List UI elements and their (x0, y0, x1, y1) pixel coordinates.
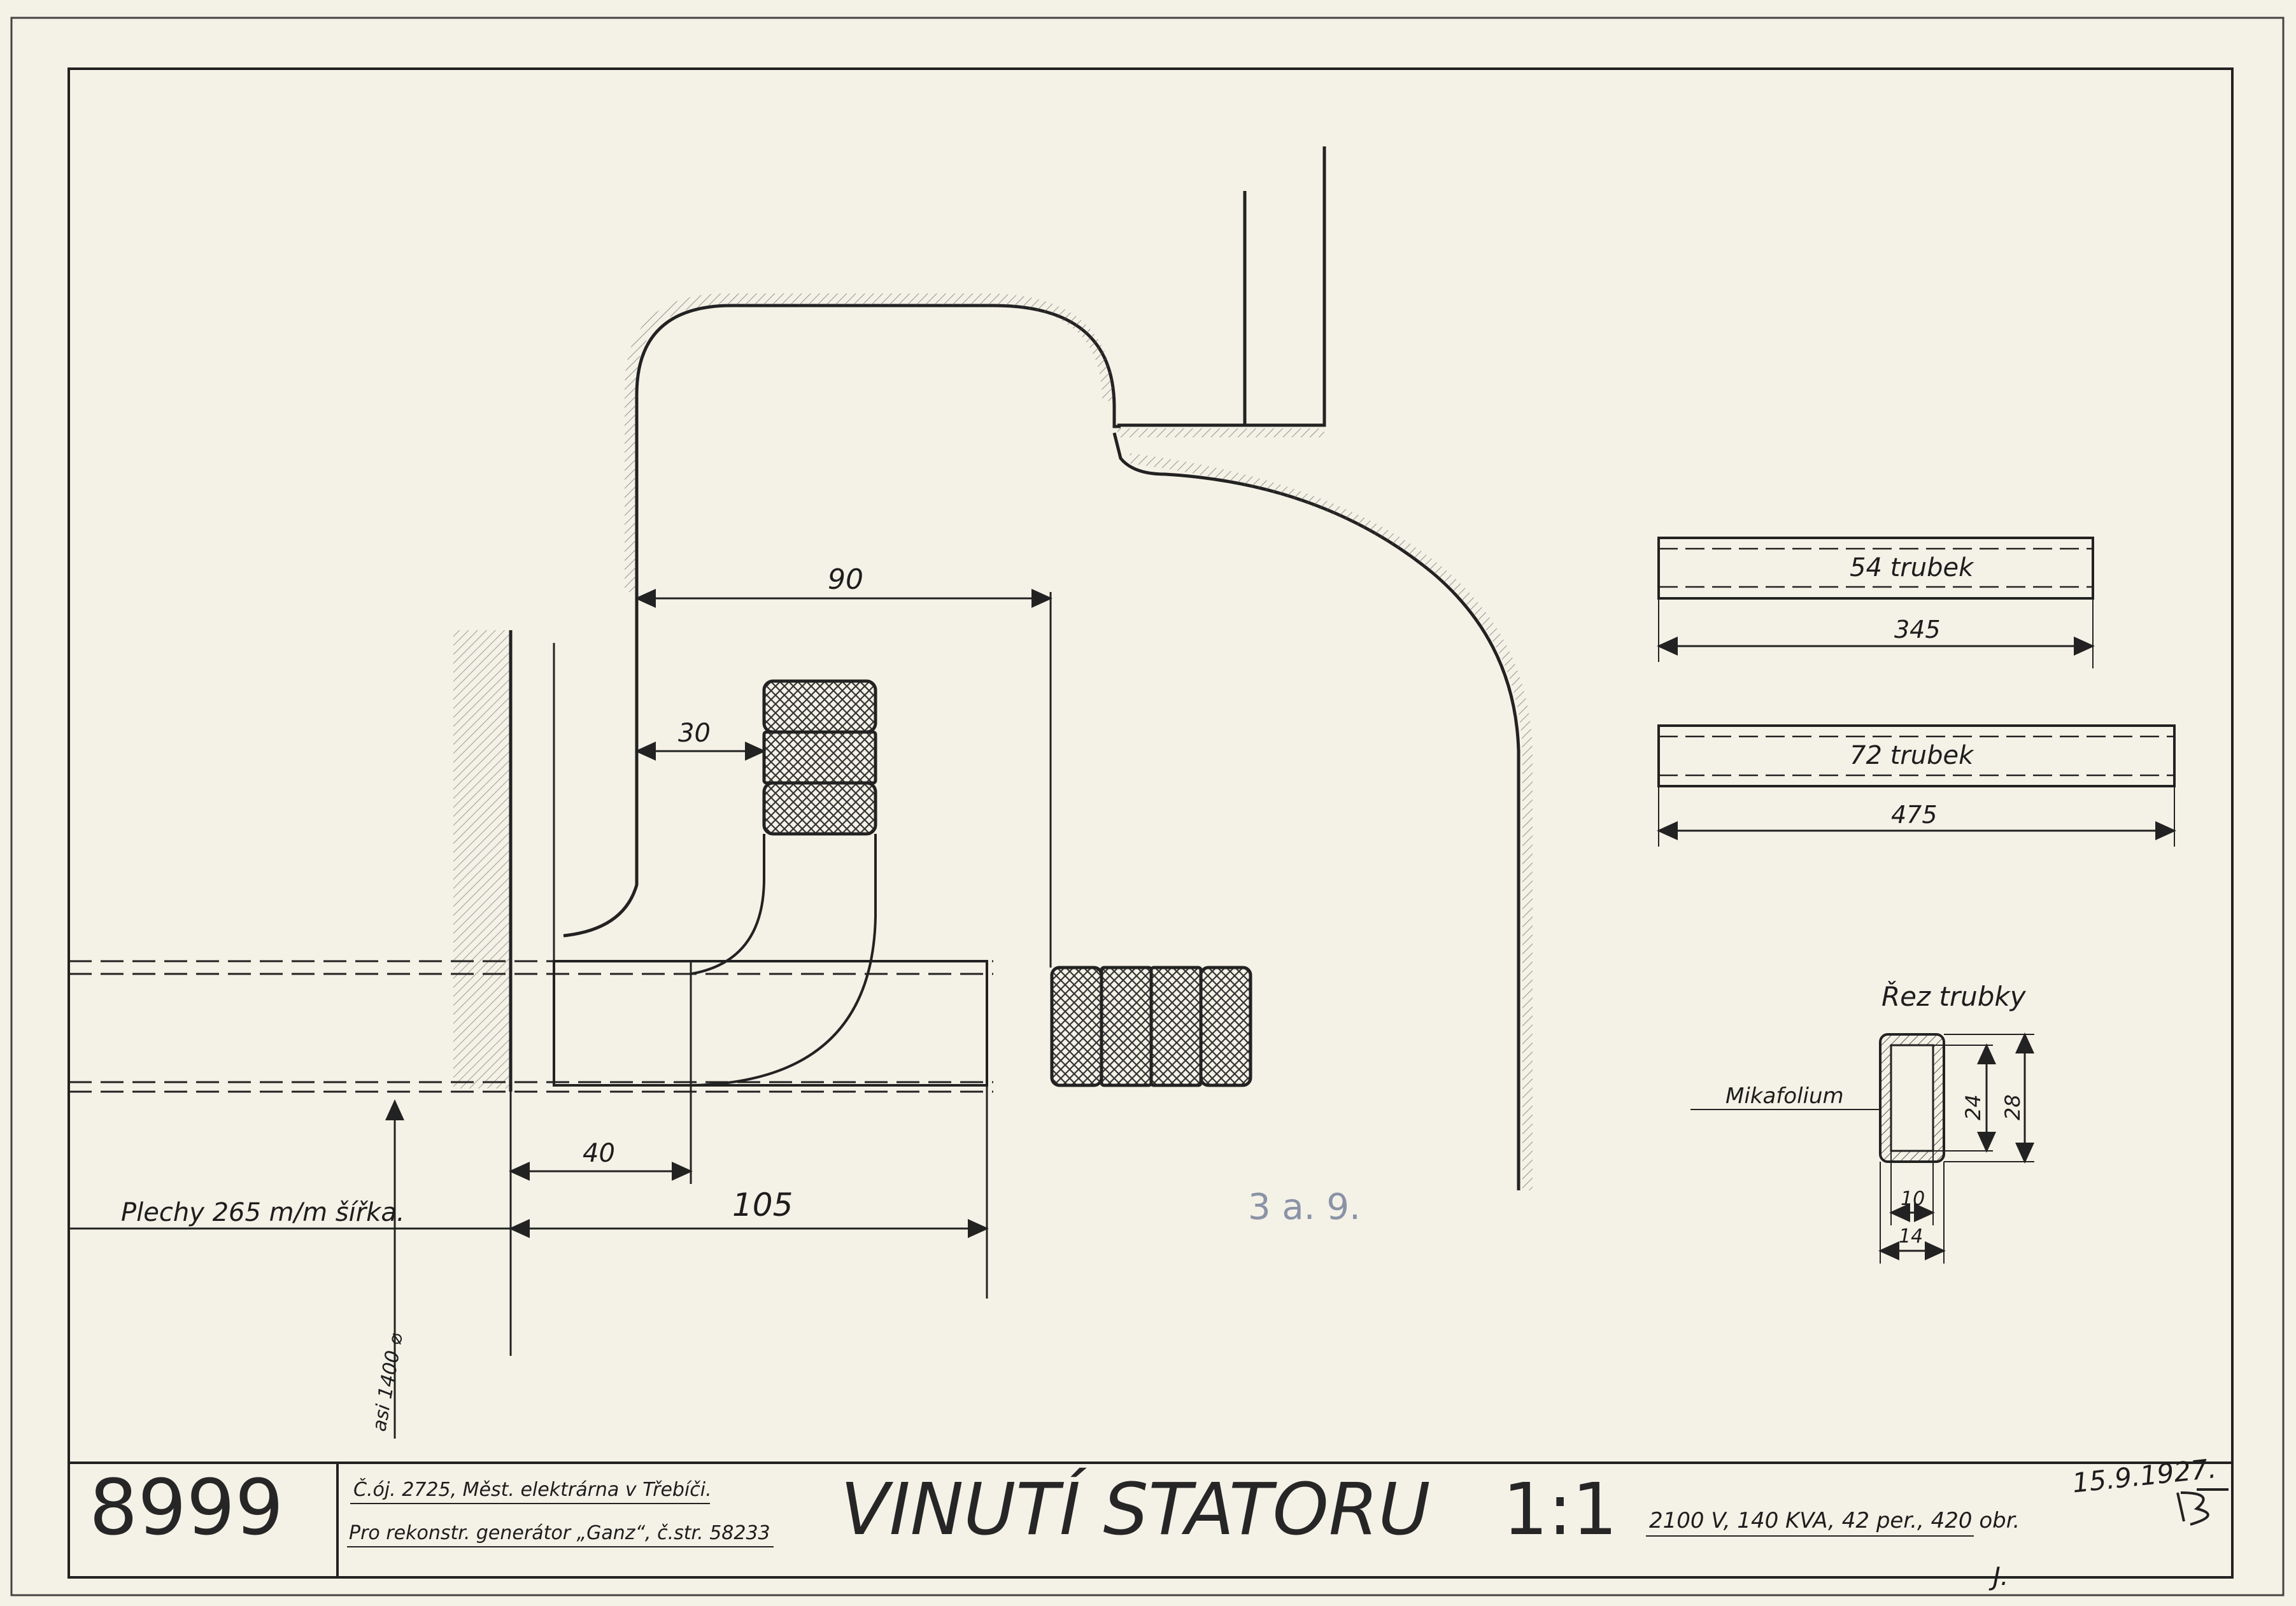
specs-line: 2100 V, 140 KVA, 42 per., 420 obr. (1649, 1508, 2020, 1533)
core-plates (69, 960, 993, 1093)
section-outer-height: 28 (2001, 1094, 2025, 1120)
tube-54-label: 54 trubek (1850, 553, 1974, 582)
dim-105: 105 (732, 1187, 793, 1223)
dim-40: 40 (583, 1139, 615, 1168)
dim-90: 90 (828, 563, 863, 596)
section-inner-width: 10 (1901, 1188, 1925, 1210)
tube-54-length: 345 (1894, 616, 1941, 644)
horizontal-conductor-stack (1050, 966, 1252, 1087)
housing-outline (563, 146, 1533, 1190)
tube-bar-72 (1657, 724, 2176, 847)
section-material: Mikafolium (1726, 1083, 1844, 1109)
section-outer-width: 14 (1899, 1225, 1923, 1248)
section-title: Řez trubky (1881, 980, 2027, 1012)
tube-cross-section (1690, 1032, 2034, 1264)
section-inner-height: 24 (1961, 1094, 1985, 1120)
dim-30: 30 (678, 719, 711, 748)
tube-72-label: 72 trubek (1850, 741, 1974, 770)
bent-conductor (690, 834, 877, 1087)
drawing-border (67, 67, 2234, 1579)
stamp-mark: 3 a. 9. (1248, 1187, 1361, 1228)
plates-note: Plechy 265 m/m šířka. (121, 1198, 405, 1227)
dimension-lines (69, 589, 1052, 1439)
tube-72-length: 475 (1891, 801, 1938, 829)
designer-monogram (2176, 1488, 2229, 1526)
vertical-conductor-stack (762, 679, 877, 836)
order-line: Č.ój. 2725, Měst. elektrárna v Třebíči. (353, 1477, 712, 1501)
project-line: Pro rekonstr. generátor „Ganz“, č.str. 5… (349, 1522, 770, 1544)
drawing-number: 8999 (89, 1464, 283, 1553)
stator-core-wall (453, 630, 555, 1092)
drawing-title: VINUTÍ STATORU (840, 1467, 1431, 1551)
outer-frame (10, 17, 2285, 1596)
tube-bar-54 (1657, 537, 2095, 668)
drawing-scale: 1:1 (1503, 1469, 1617, 1551)
